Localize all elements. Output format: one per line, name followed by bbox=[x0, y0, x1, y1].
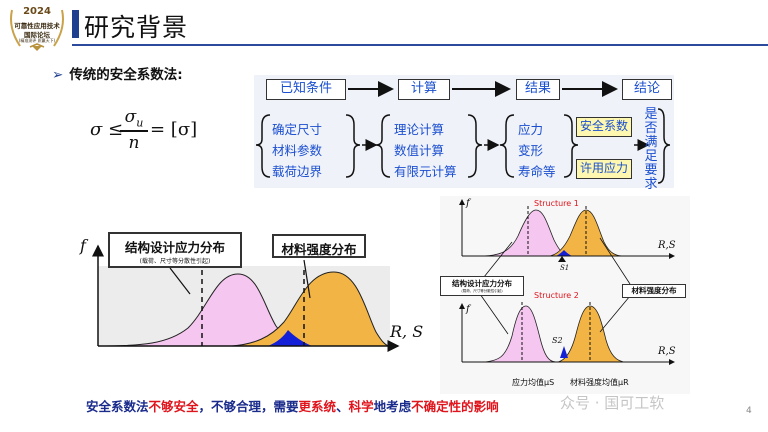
known-item-3: 载荷边界 bbox=[272, 164, 323, 179]
conclusion-sentence: 安全系数法不够安全，不够合理，需要更系统、科学地考虑不确定性的影响 bbox=[86, 396, 646, 415]
flow-header-calc: 计算 bbox=[398, 79, 450, 100]
watermark: 众号 · 国可工软 bbox=[560, 394, 665, 412]
section-heading-text: 传统的安全系数法: bbox=[69, 67, 183, 83]
footer-part-5: 、 bbox=[336, 399, 349, 414]
known-item-2: 材料参数 bbox=[272, 143, 323, 158]
page-title: 研究背景 bbox=[84, 13, 189, 42]
calc-item-3: 有限元计算 bbox=[394, 164, 457, 179]
strength-distribution-curve bbox=[231, 271, 391, 347]
s2-stress-curve bbox=[479, 305, 557, 363]
stress-callout-sub: (载荷、尺寸等分散性引起) bbox=[139, 258, 211, 265]
logo-line3: (精准测评 质赢天下) bbox=[18, 38, 56, 43]
calc-item-2: 数值计算 bbox=[394, 143, 445, 158]
section-heading: ➢ 传统的安全系数法: bbox=[52, 63, 183, 83]
interference-region bbox=[268, 330, 312, 346]
title-accent-bar bbox=[72, 10, 79, 38]
fraction-bar bbox=[120, 130, 148, 132]
right-strength-box: 材料强度分布 bbox=[622, 284, 686, 298]
footer-part-1: 安全系数法 bbox=[86, 399, 149, 414]
stress-leader-bottom bbox=[479, 293, 509, 335]
logo-line1: 可靠性应用技术 bbox=[14, 22, 60, 30]
strength-callout-title: 材料强度分布 bbox=[281, 242, 357, 257]
footer-part-4: 更系统 bbox=[298, 399, 337, 414]
footer-part-7: 地考虑 bbox=[373, 399, 412, 414]
formula-rhs: = [σ] bbox=[150, 119, 198, 140]
criterion-safety-factor: 安全系数 bbox=[576, 117, 632, 137]
right-stress-box: 结构设计应力分布 (载荷、尺寸等分散性引起) bbox=[440, 276, 524, 296]
footer-part-6: 科学 bbox=[348, 399, 374, 414]
footer-part-2: 不够安全 bbox=[148, 399, 199, 414]
logo-line2: 国际论坛 bbox=[24, 31, 50, 39]
s1-marker-icon bbox=[558, 256, 566, 262]
strength-leader-line bbox=[303, 259, 311, 299]
flow-diagram: 已知条件 计算 结果 结论 确定尺寸 材料参数 载荷边界 理论计算 数值计算 有… bbox=[254, 75, 674, 192]
strength-leader-bottom bbox=[599, 295, 631, 333]
formula-fraction: σu n bbox=[120, 107, 148, 153]
stress-callout-title: 结构设计应力分布 bbox=[124, 240, 225, 255]
s1-axis-y-label: f bbox=[466, 198, 470, 209]
right-stress-box-sub: (载荷、尺寸等分散性引起) bbox=[461, 289, 503, 293]
calc-item-1: 理论计算 bbox=[394, 122, 445, 137]
s1-axis-x-label: R,S bbox=[658, 240, 676, 251]
s1-interference bbox=[556, 250, 572, 256]
right-stress-box-title: 结构设计应力分布 bbox=[452, 279, 512, 288]
flow-connectors bbox=[255, 81, 671, 184]
result-item-3: 寿命等 bbox=[518, 164, 556, 179]
safety-factor-formula: σ ≤ σu n = [σ] bbox=[90, 107, 200, 157]
result-item-1: 应力 bbox=[518, 122, 544, 137]
s2-axis-y-label: f bbox=[466, 304, 470, 315]
left-axis-x-label: R, S bbox=[390, 322, 424, 341]
stress-strength-chart: f R, S 结构设计应力分布 (载荷、尺寸等分散性引起) 材料强度分布 bbox=[72, 232, 442, 360]
formula-numerator: σu bbox=[120, 107, 148, 129]
forum-logo: 2024 可靠性应用技术 国际论坛 (精准测评 质赢天下) bbox=[6, 4, 68, 52]
logo-year: 2024 bbox=[23, 6, 51, 17]
stress-mean-label: 应力均值μS bbox=[512, 378, 555, 387]
footer-part-3: ，不够合理，需要 bbox=[198, 399, 299, 414]
flow-header-conclusion: 结论 bbox=[622, 79, 672, 100]
s1-strength-curve bbox=[549, 209, 625, 257]
page-number: 4 bbox=[746, 406, 752, 416]
s2-axis-x-label: R,S bbox=[658, 346, 676, 357]
criterion-allowable-stress: 许用应力 bbox=[576, 159, 632, 179]
structure-comparison-figure: Structure 1 Structure 2 f f R,S R,S S1 S… bbox=[440, 196, 690, 394]
s2-strength-curve bbox=[557, 305, 627, 363]
conclusion-text: 是否满足要求 bbox=[644, 107, 658, 192]
strength-leader-top bbox=[599, 237, 631, 285]
flow-header-known: 已知条件 bbox=[266, 79, 346, 100]
strength-mean-label: 材料强度均值μR bbox=[570, 378, 629, 387]
known-item-1: 确定尺寸 bbox=[272, 122, 323, 137]
footer-part-8: 不确定性的影响 bbox=[411, 399, 499, 414]
formula-lhs: σ ≤ bbox=[90, 119, 124, 140]
bullet-arrow-icon: ➢ bbox=[52, 67, 64, 83]
strength-callout: 材料强度分布 bbox=[272, 234, 366, 258]
s1-label: S1 bbox=[560, 264, 570, 272]
s2-label: S2 bbox=[552, 336, 563, 345]
structure1-label: Structure 1 bbox=[534, 199, 579, 208]
result-item-2: 变形 bbox=[518, 143, 544, 158]
laurel-emblem bbox=[10, 9, 64, 51]
stress-callout: 结构设计应力分布 (载荷、尺寸等分散性引起) bbox=[108, 232, 242, 268]
flow-header-result: 结果 bbox=[516, 79, 560, 100]
structure2-label: Structure 2 bbox=[534, 291, 579, 300]
stress-leader-top bbox=[479, 241, 513, 283]
title-underline bbox=[72, 44, 768, 46]
stress-leader-line bbox=[169, 267, 191, 295]
formula-num-symbol: σ bbox=[124, 107, 137, 127]
left-axis-y-label: f bbox=[80, 236, 86, 255]
stress-strength-curves bbox=[92, 244, 400, 352]
s2-marker-icon bbox=[560, 346, 568, 358]
formula-num-subscript: u bbox=[136, 116, 144, 130]
formula-denominator: n bbox=[128, 132, 140, 153]
